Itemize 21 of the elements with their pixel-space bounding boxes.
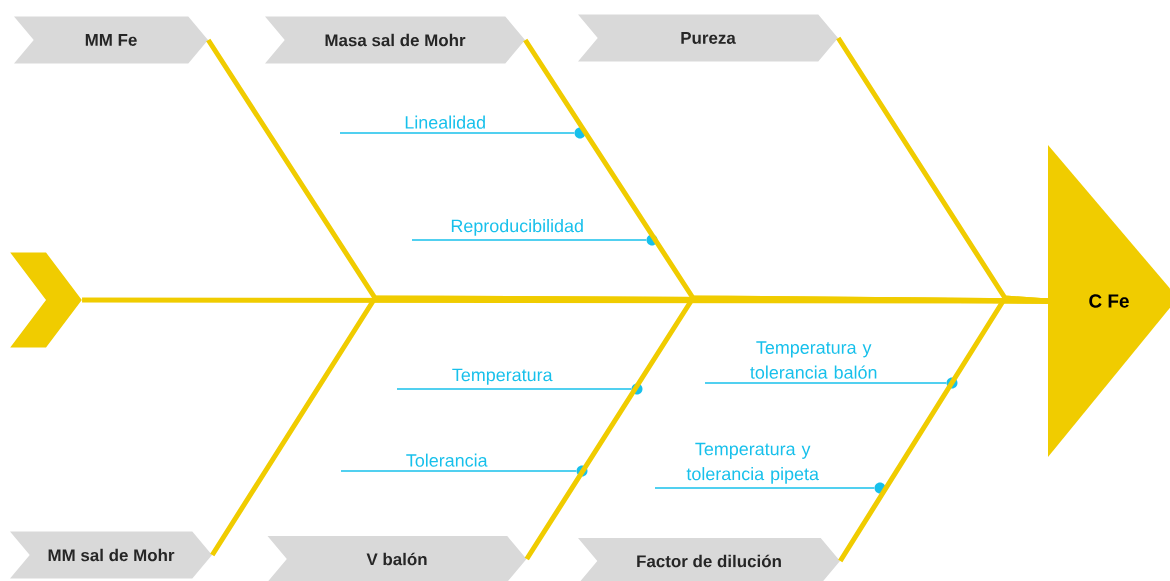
- category-chevron: V balón: [267, 536, 527, 581]
- head-triangle: C Fe: [1048, 145, 1170, 457]
- leader-line: [654, 487, 875, 489]
- category-chevron: MM Fe: [14, 16, 208, 64]
- leader-line: [396, 388, 632, 390]
- leader-line: [411, 239, 647, 241]
- cause-label: Reproducibilidad: [451, 219, 583, 236]
- category-chevron: MM sal de Mohr: [10, 531, 212, 579]
- leader-line: [340, 470, 577, 472]
- tail-chevron: [10, 252, 82, 348]
- cause-label: Temperatura: [452, 368, 553, 385]
- leader-line: [339, 132, 575, 134]
- cause-label: Temperatura y tolerancia balón: [750, 341, 877, 379]
- category-chevron: Masa sal de Mohr: [265, 16, 525, 64]
- leader-line: [704, 382, 947, 384]
- cause-label: Linealidad: [405, 115, 485, 129]
- cause-label: Tolerancia: [406, 453, 488, 467]
- category-chevron: Factor de dilución: [578, 538, 840, 581]
- category-chevron: Pureza: [578, 14, 838, 62]
- bone-line: [838, 295, 1048, 563]
- cause-label: Temperatura y tolerancia pipeta: [686, 442, 819, 484]
